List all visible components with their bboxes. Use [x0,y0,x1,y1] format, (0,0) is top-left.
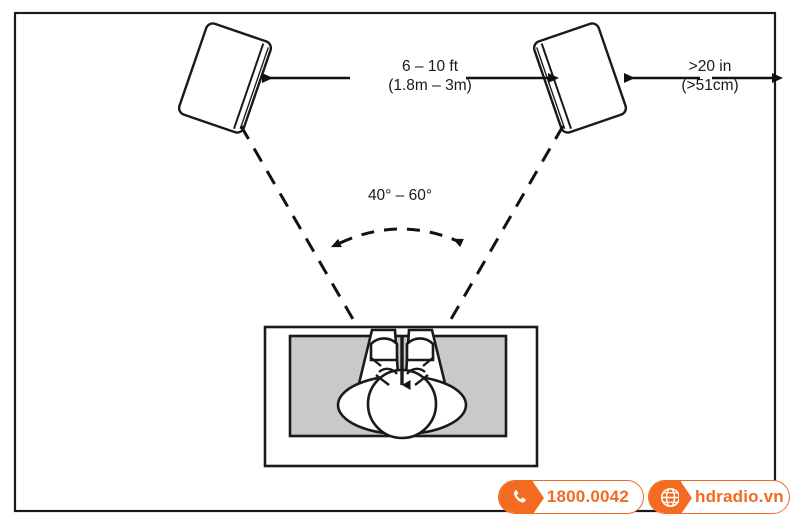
listener-left-ear-inner [378,367,398,375]
right-sightline [430,125,565,353]
listener-right-ear-inner [406,367,426,375]
globe-icon [649,481,692,513]
phone-number: 1800.0042 [546,487,629,506]
sound-tick-right-1 [422,356,435,367]
left-sightline [239,125,374,353]
right-speaker [532,22,628,134]
listener-left-ear [369,337,399,362]
speaker-distance-imperial: 6 – 10 ft [401,58,458,75]
listener [336,328,468,440]
left-speaker [177,22,273,134]
phone-badge[interactable]: 1800.0042 [498,480,644,514]
wall-distance-imperial: >20 in [688,58,732,75]
phone-icon [499,481,544,513]
sound-tick-left-2 [375,374,390,386]
listener-right-ear [405,337,435,362]
website-url: hdradio.vn [695,487,784,506]
speaker-distance-metric: (1.8m – 3m) [388,77,472,94]
wall-distance-label: >20 in (>51cm) [650,57,770,95]
speaker-distance-label: 6 – 10 ft (1.8m – 3m) [300,57,560,95]
wall-distance-metric: (>51cm) [681,77,739,94]
website-badge[interactable]: hdradio.vn [648,480,790,514]
sound-tick-right-2 [414,374,429,386]
listening-angle-label: 40° – 60° [367,187,433,204]
sound-tick-left-1 [369,356,382,367]
